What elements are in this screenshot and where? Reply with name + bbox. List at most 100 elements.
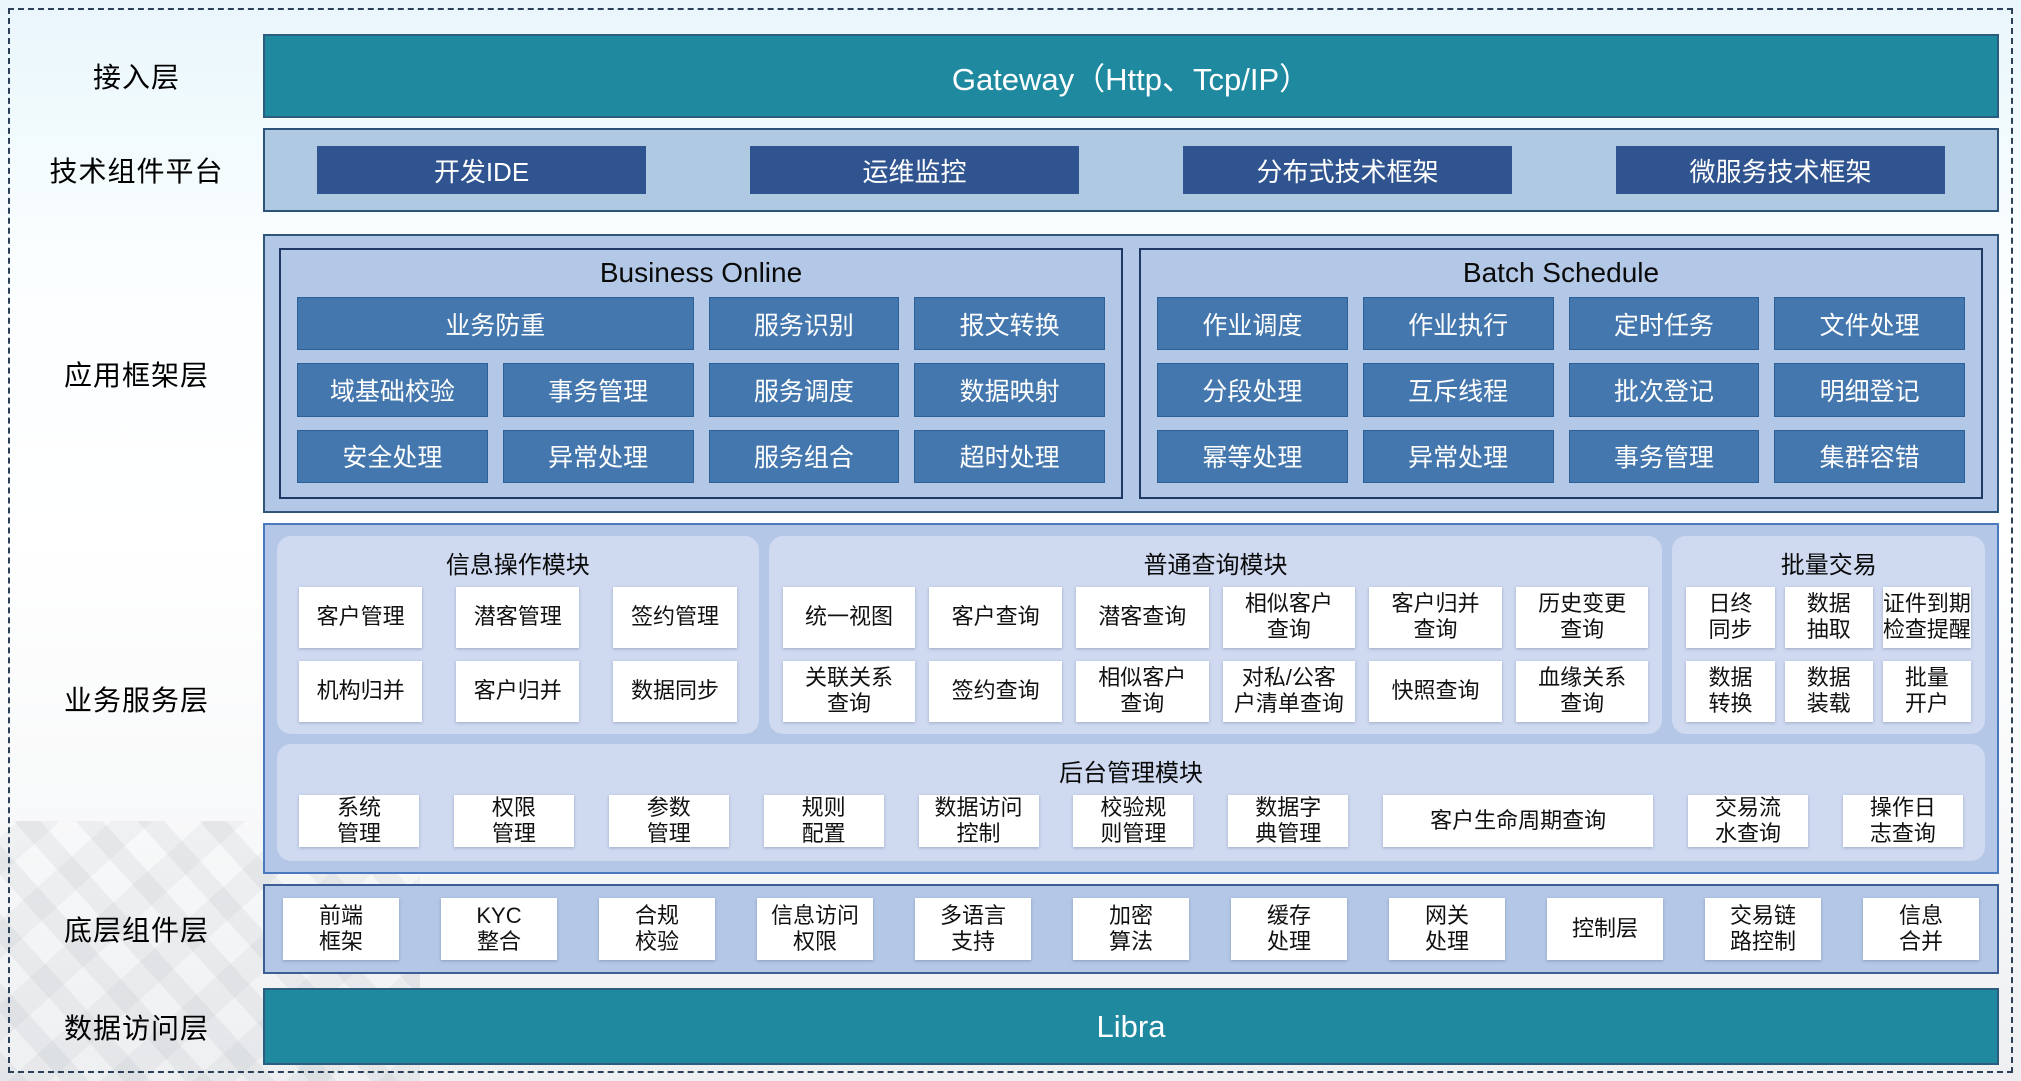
service-chip: 签约管理: [613, 587, 737, 648]
component-chip: 加密 算法: [1073, 898, 1189, 960]
layer-label-access: 接入层: [92, 62, 180, 93]
component-chip: 信息访问 权限: [757, 898, 873, 960]
framework-node: 集群容错: [1774, 429, 1965, 483]
architecture-diagram: 接入层 Gateway（Http、Tcp/IP） 技术组件平台 开发IDE 运维…: [8, 8, 2013, 1073]
service-chip: 权限 管理: [453, 794, 574, 847]
common-query-title: 普通查询模块: [1143, 552, 1288, 579]
component-chip: 前端 框架: [283, 898, 399, 960]
component-chip: KYC 整合: [441, 898, 557, 960]
service-chip: 证件到期 检查提醒: [1882, 587, 1971, 648]
component-chip: 多语言 支持: [915, 898, 1031, 960]
service-chip: 操作日 志查询: [1842, 794, 1963, 847]
framework-node: 定时任务: [1568, 297, 1760, 351]
service-chip: 潜客查询: [1075, 587, 1209, 648]
layer-label-data-access: 数据访问层: [63, 1012, 209, 1044]
batch-schedule-title: Batch Schedule: [1462, 257, 1660, 288]
service-chip: 规则 配置: [763, 794, 884, 847]
layer-row-app-framework: 应用框架层 Business Online 业务防重 服务识别 报文转换 域基础…: [10, 234, 2011, 513]
base-components-container: 前端 框架 KYC 整合 合规 校验 信息访问 权限 多语言 支持 加密 算法 …: [263, 884, 1999, 974]
framework-node: 超时处理: [914, 429, 1105, 483]
app-framework-container: Business Online 业务防重 服务识别 报文转换 域基础校验 事务管…: [263, 234, 1999, 513]
framework-node: 互斥线程: [1362, 363, 1554, 417]
component-chip: 控制层: [1547, 898, 1663, 960]
service-chip: 相似客户 查询: [1075, 660, 1209, 722]
service-chip: 历史变更 查询: [1515, 587, 1649, 648]
common-query-panel: 普通查询模块 统一视图 客户查询 潜客查询 相似客户 查询 客户归并 查询 历史…: [768, 536, 1663, 734]
framework-node: 服务调度: [708, 363, 900, 417]
service-chip: 客户生命周期查询: [1383, 794, 1654, 847]
framework-node: 域基础校验: [297, 363, 488, 417]
libra-bar: Libra: [263, 988, 1999, 1065]
service-chip: 客户查询: [929, 587, 1062, 648]
service-chip: 相似客户 查询: [1222, 587, 1356, 648]
framework-node: 安全处理: [297, 429, 488, 483]
framework-node: 数据映射: [914, 363, 1105, 417]
framework-node: 服务组合: [708, 429, 900, 483]
framework-node: 异常处理: [1362, 429, 1554, 483]
service-chip: 快照查询: [1369, 660, 1502, 722]
framework-node: 文件处理: [1774, 297, 1965, 351]
service-chip: 对私/公客 户清单查询: [1222, 660, 1356, 722]
layer-row-base-components: 底层组件层 前端 框架 KYC 整合 合规 校验 信息访问 权限 多语言 支持 …: [10, 884, 2011, 974]
business-online-title: Business Online: [599, 257, 803, 288]
gateway-bar: Gateway（Http、Tcp/IP）: [263, 34, 1999, 118]
info-ops-title: 信息操作模块: [445, 552, 590, 579]
component-chip: 缓存 处理: [1231, 898, 1347, 960]
tech-node: 运维监控: [749, 146, 1080, 194]
component-chip: 合规 校验: [599, 898, 715, 960]
batch-schedule-group: Batch Schedule 作业调度 作业执行 定时任务 文件处理 分段处理 …: [1139, 248, 1983, 499]
service-chip: 参数 管理: [608, 794, 729, 847]
service-chip: 数据字 典管理: [1228, 794, 1349, 847]
component-chip: 信息 合并: [1863, 898, 1979, 960]
service-chip: 数据 转换: [1686, 660, 1775, 722]
service-chip: 机构归并: [299, 660, 423, 722]
service-chip: 系统 管理: [299, 794, 419, 847]
service-chip: 关联关系 查询: [782, 660, 916, 722]
component-chip: 交易链 路控制: [1705, 898, 1821, 960]
framework-node: 幂等处理: [1157, 429, 1348, 483]
framework-node: 服务识别: [708, 297, 900, 351]
service-chip: 客户管理: [299, 587, 423, 648]
layer-row-tech-platform: 技术组件平台 开发IDE 运维监控 分布式技术框架 微服务技术框架: [10, 128, 2011, 212]
service-chip: 数据访问 控制: [918, 794, 1039, 847]
service-chip: 潜客管理: [456, 587, 580, 648]
service-chip: 数据 抽取: [1784, 587, 1873, 648]
admin-title: 后台管理模块: [1059, 759, 1203, 787]
framework-node: 分段处理: [1157, 363, 1348, 417]
tech-node: 分布式技术框架: [1182, 146, 1513, 194]
batch-trade-panel: 批量交易 日终 同步 数据 抽取 证件到期 检查提醒 数据 转换 数据 装载 批…: [1672, 536, 1985, 734]
service-chip: 批量 开户: [1882, 660, 1971, 722]
framework-node: 报文转换: [914, 297, 1105, 351]
service-chip: 签约查询: [929, 660, 1062, 722]
framework-node: 明细登记: [1774, 363, 1965, 417]
framework-node: 业务防重: [297, 297, 694, 351]
info-ops-panel: 信息操作模块 客户管理 潜客管理 签约管理 机构归并 客户归并 数据同步: [277, 536, 759, 734]
service-chip: 日终 同步: [1686, 587, 1775, 648]
service-chip: 交易流 水查询: [1688, 794, 1808, 847]
service-chip: 客户归并 查询: [1369, 587, 1502, 648]
service-chip: 统一视图: [782, 587, 916, 648]
framework-node: 事务管理: [1568, 429, 1760, 483]
framework-node: 异常处理: [502, 429, 694, 483]
service-chip: 客户归并: [456, 660, 580, 722]
component-chip: 网关 处理: [1389, 898, 1505, 960]
service-chip: 校验规 则管理: [1073, 794, 1194, 847]
layer-label-app-framework: 应用框架层: [63, 359, 209, 391]
framework-node: 事务管理: [502, 363, 694, 417]
layer-label-base-components: 底层组件层: [63, 915, 209, 946]
layer-row-data-access: 数据访问层 Libra: [10, 988, 2011, 1065]
admin-panel: 后台管理模块 系统 管理 权限 管理 参数 管理 规则 配置 数据访问 控制 校…: [277, 743, 1985, 861]
layer-label-tech-platform: 技术组件平台: [49, 156, 224, 187]
framework-node: 作业调度: [1157, 297, 1348, 351]
tech-platform-container: 开发IDE 运维监控 分布式技术框架 微服务技术框架: [263, 128, 1999, 212]
framework-node: 作业执行: [1362, 297, 1554, 351]
tech-node: 微服务技术框架: [1615, 146, 1946, 194]
business-online-group: Business Online 业务防重 服务识别 报文转换 域基础校验 事务管…: [279, 248, 1123, 499]
layer-row-business-services: 业务服务层 信息操作模块 客户管理 潜客管理 签约管理 机构归并 客户归并 数据…: [10, 523, 2011, 874]
service-chip: 数据同步: [613, 660, 737, 722]
layer-label-business-services: 业务服务层: [63, 684, 209, 716]
tech-node: 开发IDE: [316, 146, 647, 194]
service-chip: 数据 装载: [1784, 660, 1873, 722]
service-chip: 血缘关系 查询: [1515, 660, 1649, 722]
layer-row-access: 接入层 Gateway（Http、Tcp/IP）: [10, 34, 2011, 118]
